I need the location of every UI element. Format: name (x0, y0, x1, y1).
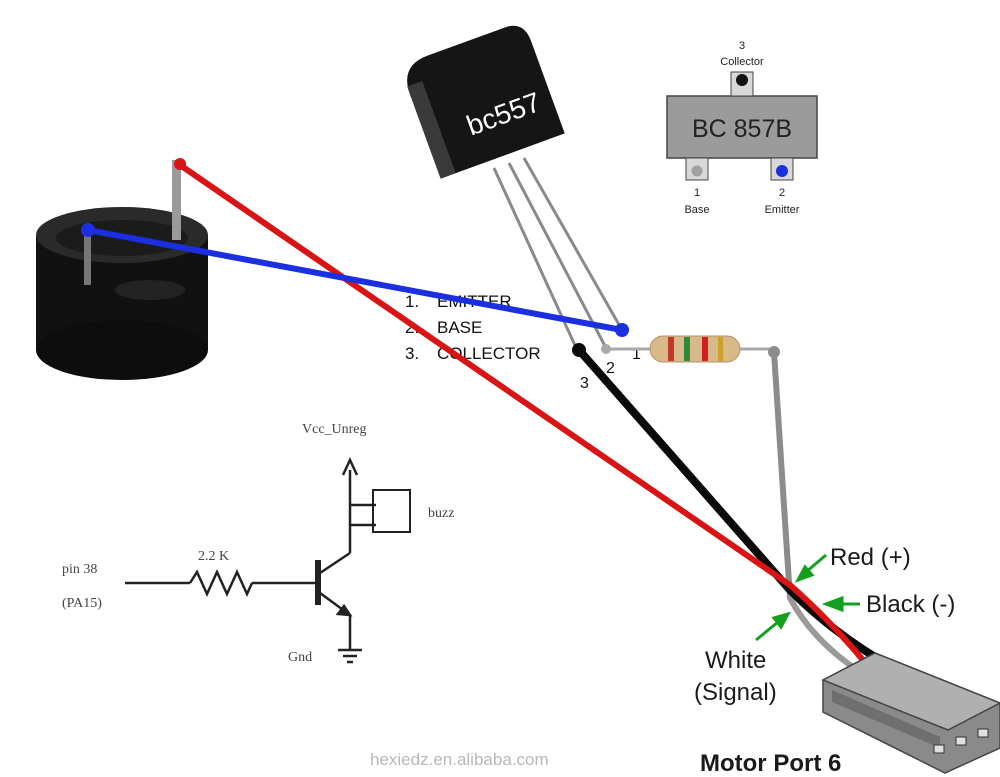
pinout-num-1: 1. (405, 292, 419, 311)
to92-body (407, 25, 565, 179)
smd-base-label: Base (684, 204, 709, 216)
black-wire-start-dot (572, 343, 586, 357)
schematic-gnd-label: Gnd (288, 650, 312, 665)
connector-pin-1 (933, 744, 945, 754)
buzzer-lead-negative (84, 225, 91, 285)
red-callout-head (794, 564, 815, 583)
schematic-pin-alt-label: (PA15) (62, 596, 102, 611)
pinout-base: BASE (437, 318, 482, 337)
resistor-component (606, 335, 774, 363)
to92-flat-side (407, 81, 456, 179)
resistor-band-1 (668, 337, 674, 361)
white-callout-line (755, 620, 779, 642)
motor-port-label: Motor Port 6 (700, 750, 841, 777)
watermark: hexiedz.en.alibaba.com (370, 750, 549, 769)
buzzer-bottom (36, 320, 208, 380)
buzzer-lead-positive (172, 160, 181, 240)
smd-collector-label: Collector (720, 56, 764, 68)
resistor-band-3 (702, 337, 708, 361)
pin-number-1: 1 (632, 346, 641, 363)
red-callout-line (805, 553, 827, 574)
black-wire (575, 346, 884, 664)
buzzer-highlight (115, 280, 185, 300)
schematic-collector-line (319, 551, 351, 575)
smd-emitter-num: 2 (779, 187, 785, 199)
pin-number-2: 2 (606, 360, 615, 377)
red-wire-end-dot (174, 158, 186, 170)
schematic-resistor (188, 568, 254, 598)
red-wire (177, 162, 871, 669)
to92-pin-numbers: 3 2 1 (580, 346, 641, 392)
connector-pin-3 (977, 728, 989, 738)
schematic-resistor-label: 2.2 K (198, 549, 229, 564)
schematic-labels: Vcc_Unreg buzz 2.2 K pin 38 (PA15) Gnd (62, 422, 454, 665)
blue-wire-end-dot (615, 323, 629, 337)
blue-wire-start-dot (81, 223, 95, 237)
pin-number-3: 3 (580, 375, 589, 392)
white-callout-head (771, 611, 792, 630)
schematic-emitter-arrow (335, 603, 353, 617)
smd-marking: BC 857B (692, 115, 792, 143)
schematic-pin-label: pin 38 (62, 562, 97, 577)
to92-leg-collector (492, 167, 580, 353)
smd-dot-emitter (776, 165, 788, 177)
base-junction-dot (601, 344, 611, 354)
callout-arrows (755, 553, 860, 642)
connector-top (821, 652, 1000, 731)
black-callout-head (821, 595, 844, 613)
to92-leg-emitter (522, 157, 624, 331)
white-wire-label: White (705, 647, 766, 674)
resistor-band-2 (684, 337, 690, 361)
resistor-band-4 (718, 337, 723, 361)
resistor-body (649, 335, 741, 363)
smd-dot-collector (736, 74, 748, 86)
red-wire-label: Red (+) (830, 544, 911, 571)
pinout-num-3: 3. (405, 344, 419, 363)
smd-dot-base (691, 165, 703, 177)
black-wire-label: Black (-) (866, 591, 955, 618)
blue-wire (85, 227, 625, 333)
schematic-buzz-label: buzz (428, 506, 454, 521)
connector-slot (832, 690, 940, 748)
grey-wire-start-dot (768, 346, 780, 358)
schematic-vcc-arrow (341, 457, 359, 476)
motor-port-connector (821, 652, 1000, 774)
transistor-to92: bc557 (407, 25, 624, 353)
transistor-smd: BC 857B 3 Collector 1 Base 2 Emitter (666, 40, 818, 216)
buzzer-component (36, 160, 208, 380)
schematic (125, 457, 411, 664)
signal-label: (Signal) (694, 679, 777, 706)
smd-emitter-label: Emitter (765, 204, 800, 216)
connector-pin-2 (955, 736, 967, 746)
to92-leg-base (507, 162, 608, 349)
smd-base-num: 1 (694, 187, 700, 199)
white-wire-end (787, 595, 863, 675)
smd-collector-num: 3 (739, 40, 745, 52)
connector-labels: Red (+) Black (-) White (Signal) Motor P… (694, 544, 955, 777)
grey-wire-vertical (771, 349, 793, 601)
schematic-vcc-label: Vcc_Unreg (302, 422, 367, 437)
schematic-buzzer-box (372, 489, 411, 533)
wires (81, 158, 884, 675)
